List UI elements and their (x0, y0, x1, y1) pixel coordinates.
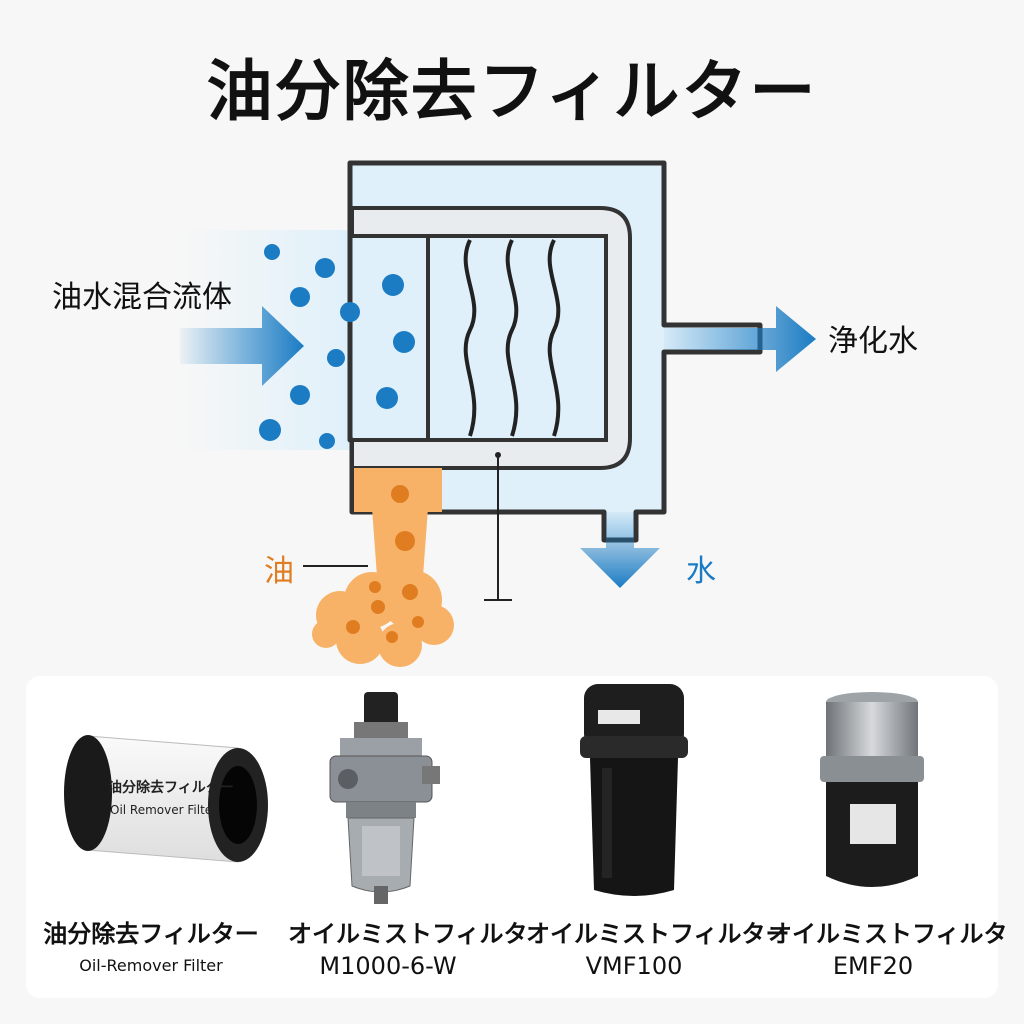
inlet-arrow (180, 306, 304, 386)
product-name: オイルミストフィルタ (768, 920, 1008, 948)
emf-filter-image (820, 692, 924, 887)
water-droplets (259, 244, 415, 449)
vmf-filter-image (580, 684, 688, 896)
product-card[interactable]: 油分除去フィルター Oil Remover Filter 油分除去フィルター O… (26, 676, 276, 998)
filter-wave-2 (505, 239, 519, 437)
product-card[interactable]: オイルミストフィルタ EMF20 (768, 676, 1008, 998)
output-label: 浄化水 (828, 324, 918, 359)
product-code: M1000-6-W (319, 952, 457, 980)
cartridge-label-jp: 油分除去フィルター (108, 779, 234, 796)
filter-wave-1 (463, 239, 477, 437)
water-label: 水 (686, 554, 716, 589)
product-card[interactable]: オイルミストフィルタ M1000-6-W (288, 676, 528, 998)
mist-filter-regulator-image (329, 692, 440, 904)
product-name: 油分除去フィルター (43, 920, 259, 948)
filter-cartridge-image: 油分除去フィルター Oil Remover Filter (64, 735, 268, 863)
filter-diagram (180, 160, 816, 667)
oil-label: 油 (264, 554, 294, 589)
product-code: EMF20 (832, 952, 914, 980)
cartridge-label-en: Oil Remover Filter (110, 803, 217, 817)
filter-wave-3 (547, 239, 561, 437)
water-arrow (580, 512, 660, 588)
page-title: 油分除去フィルター (206, 53, 818, 130)
product-code: Oil-Remover Filter (79, 956, 223, 975)
product-card[interactable]: オイルミストフィルター VMF100 (526, 676, 790, 998)
product-name: オイルミストフィルタ (288, 920, 528, 948)
input-label: 油水混合流体 (52, 280, 232, 315)
outlet-arrow (664, 306, 816, 372)
oil-puddle (312, 570, 454, 667)
product-name: オイルミストフィルター (526, 920, 790, 948)
product-code: VMF100 (585, 952, 683, 980)
oil-dots (346, 485, 424, 643)
product-panel: 油分除去フィルター Oil Remover Filter 油分除去フィルター O… (26, 676, 1008, 998)
